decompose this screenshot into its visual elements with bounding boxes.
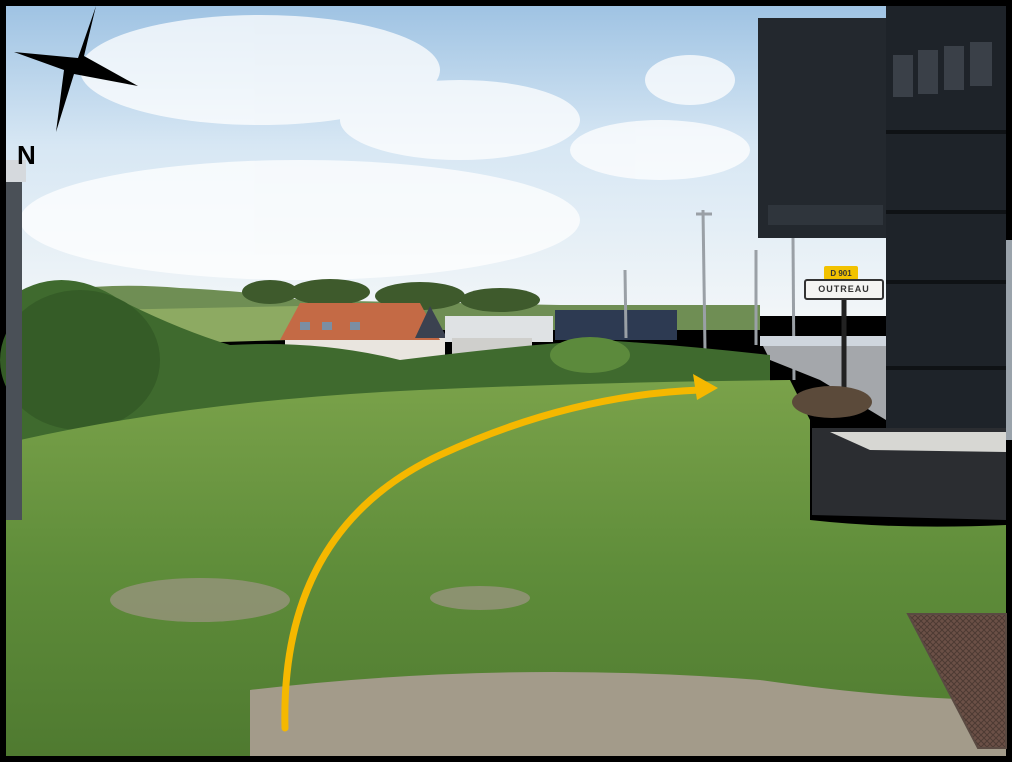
parked-cars: [760, 336, 886, 346]
lamp-post-cap: [6, 160, 26, 182]
compass-star-icon: [14, 6, 138, 132]
warehouse: [445, 316, 553, 342]
bush: [550, 337, 630, 373]
worn-patches: [110, 578, 530, 622]
dark-building: [555, 310, 677, 340]
pylon-vents: [893, 42, 992, 97]
lamp-post: [6, 165, 22, 520]
pylon-sign: [758, 6, 1006, 520]
hedge: [6, 280, 770, 440]
gravel-path: [250, 672, 1006, 756]
town-name-label: OUTREAU: [818, 284, 870, 294]
road-edge: [1003, 240, 1012, 440]
road-code-label: D 901: [830, 269, 852, 278]
road-sign: [804, 266, 884, 392]
path-arrow-head: [693, 374, 718, 400]
path-arrow: [281, 386, 704, 732]
clouds: [20, 15, 750, 280]
lawn: [6, 380, 1006, 756]
drain-grate: [906, 613, 1007, 749]
large-bush: [0, 290, 160, 430]
north-label: N: [17, 140, 36, 170]
flower-bed: [792, 386, 872, 418]
